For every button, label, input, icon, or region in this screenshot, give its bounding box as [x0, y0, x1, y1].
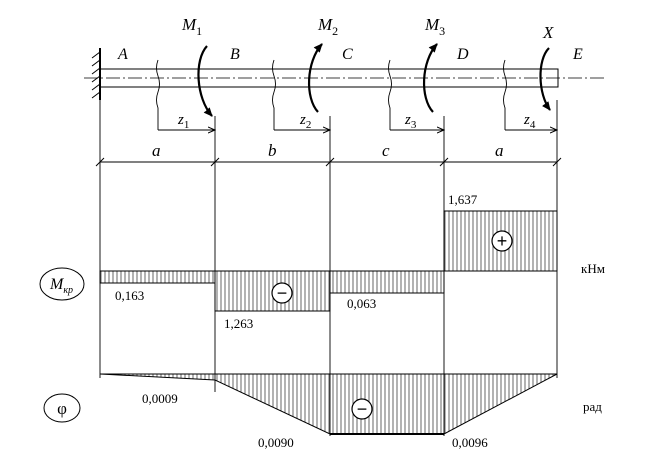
coord-label-z4: z4	[523, 112, 536, 131]
section-cuts	[156, 59, 507, 130]
support-hatching	[91, 51, 101, 99]
torque-unit: кНм	[581, 261, 605, 276]
torque-block-bc	[214, 270, 331, 312]
torque-diagram-label: Mкр	[39, 267, 85, 301]
torque-sign-minus: −	[271, 282, 293, 304]
torque-sign-plus: +	[491, 230, 513, 252]
moment-label-x: X	[542, 23, 554, 42]
moment-arrow-m3	[422, 43, 438, 113]
angle-value-b: 0,0009	[142, 391, 178, 406]
svg-text:φ: φ	[57, 399, 67, 418]
coord-label-z3: z3	[404, 112, 417, 131]
svg-text:Mкр: Mкр	[49, 276, 73, 296]
angle-value-c: 0,0090	[258, 435, 294, 450]
torque-value-cd: 0,063	[347, 296, 376, 311]
point-label-b: B	[230, 46, 240, 63]
segment-label-1: a	[152, 141, 161, 160]
point-label-d: D	[456, 46, 469, 63]
coord-label-z1: z1	[177, 112, 189, 131]
moment-arrow-m1	[197, 45, 213, 117]
moment-label-m1: M1	[181, 15, 202, 38]
angle-value-d: 0,0096	[452, 435, 488, 450]
segment-label-2: b	[268, 141, 277, 160]
point-label-a: A	[117, 46, 128, 63]
angle-diagram-label: φ	[43, 393, 81, 423]
moment-arrow-x	[539, 47, 551, 111]
segment-label-3: c	[382, 141, 390, 160]
dimension-line: a b c a	[95, 141, 562, 167]
moment-label-m3: M3	[424, 15, 445, 38]
coord-label-z2: z2	[299, 112, 311, 131]
moment-label-m2: M2	[317, 15, 338, 38]
torque-block-cd	[329, 270, 445, 294]
moment-arrow-m2	[307, 43, 323, 113]
svg-text:+: +	[497, 231, 508, 251]
torque-block-ab	[99, 270, 216, 284]
shaft-group: A B C D E M1 M2 M3 X z1 z2 z3 z4	[84, 15, 605, 131]
torque-value-ab: 0,163	[115, 288, 144, 303]
svg-text:−: −	[277, 283, 288, 303]
angle-unit: рад	[583, 399, 602, 414]
torque-value-bc: 1,263	[224, 316, 253, 331]
segment-label-4: a	[495, 141, 504, 160]
point-label-c: C	[342, 46, 353, 63]
torque-value-de: 1,637	[448, 192, 478, 207]
angle-diagram: − 0,0009 0,0090 0,0096 φ рад	[43, 373, 602, 450]
point-label-e: E	[572, 46, 583, 63]
svg-text:−: −	[357, 399, 368, 419]
torque-diagram: − + 0,163 1,263 0,063 1,637 Mкр кНм	[39, 192, 605, 331]
angle-sign-minus: −	[351, 398, 373, 420]
